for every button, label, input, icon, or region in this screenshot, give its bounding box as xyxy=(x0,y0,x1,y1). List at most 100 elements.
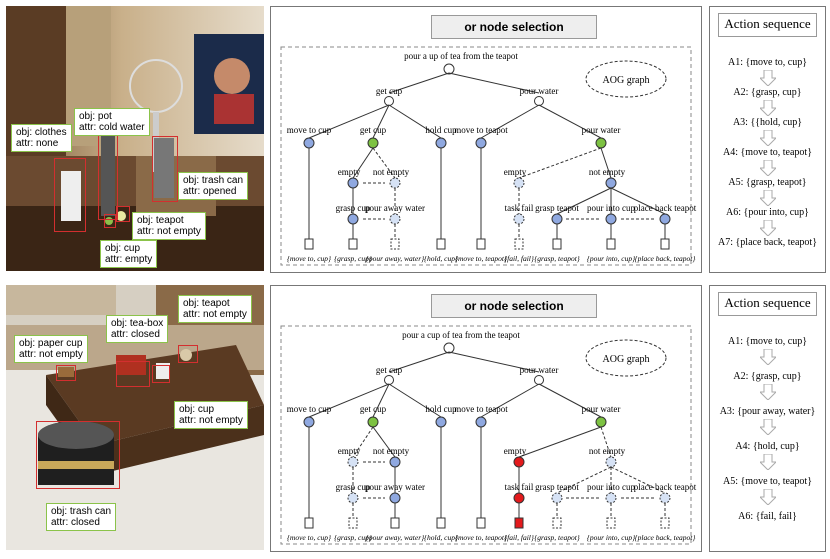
callout-attr: attr: not empty xyxy=(183,309,247,320)
level4-label: grasp cup xyxy=(336,482,371,492)
level2-label: get cup xyxy=(360,125,387,135)
terminal-node xyxy=(514,517,524,529)
action-step: A2: {grasp, cup} xyxy=(733,371,802,382)
tree-title: or node selection xyxy=(431,294,597,318)
callout-tea-box: obj: tea-box attr: closed xyxy=(106,315,169,343)
node xyxy=(659,213,671,225)
node xyxy=(347,213,359,225)
terminal-node xyxy=(390,238,400,250)
terminal-label: {grasp, cup} xyxy=(334,533,372,542)
terminal-label: {move to, cup} xyxy=(287,533,331,542)
terminal-node xyxy=(476,238,486,250)
node xyxy=(605,456,617,468)
node xyxy=(347,177,359,189)
level3-label: not empty xyxy=(589,446,626,456)
node xyxy=(513,213,525,225)
level4-label: place back teapot xyxy=(634,482,697,492)
terminal-node xyxy=(436,238,446,250)
terminal-node xyxy=(304,238,314,250)
level3-label: not empty xyxy=(373,167,410,177)
terminal-node xyxy=(606,517,616,529)
dashed-frame xyxy=(280,325,692,545)
callout-obj: obj: tea-box xyxy=(111,318,164,329)
edge xyxy=(388,72,450,94)
level4-label: grasp cup xyxy=(336,203,371,213)
terminal-label: {pour away, water} xyxy=(366,533,424,542)
terminal-label: {place back, teapot} xyxy=(635,254,696,263)
terminal-label: {move to, teapot} xyxy=(455,254,507,263)
root-label: pour a cup of tea from the teapot xyxy=(402,330,520,340)
terminal-label: {grasp, cup} xyxy=(334,254,372,263)
terminal-label: {fail, fail} xyxy=(504,533,534,542)
callout-obj: obj: pot xyxy=(79,111,112,122)
down-arrow-icon xyxy=(759,419,776,435)
edge xyxy=(308,383,390,418)
terminal-node xyxy=(552,517,562,529)
level1-label: pour water xyxy=(520,365,559,375)
node xyxy=(605,213,617,225)
terminal-label: {fail, fail} xyxy=(504,254,534,263)
callout-attr: attr: not empty xyxy=(137,226,201,237)
callout-teapot: obj: teapot attr: not empty xyxy=(132,212,206,240)
node xyxy=(389,456,401,468)
and-node xyxy=(384,96,394,106)
callout-attr: attr: not empty xyxy=(179,415,243,426)
node xyxy=(551,213,563,225)
level4-label: pour into cup xyxy=(587,203,635,213)
edge xyxy=(448,72,540,94)
level2-label: move to teapot xyxy=(454,404,508,414)
level2-label: hold cup xyxy=(425,125,457,135)
dashed-frame xyxy=(280,46,692,266)
scene-photo-tea-table: obj: teapot attr: not empty obj: tea-box… xyxy=(6,285,264,550)
terminal-node xyxy=(348,517,358,529)
terminal-node xyxy=(660,238,670,250)
action-step: A1: {move to, cup} xyxy=(727,336,808,347)
edge xyxy=(600,147,612,179)
edge xyxy=(372,147,396,179)
level3-label: empty xyxy=(338,167,361,177)
edge xyxy=(352,147,374,179)
node xyxy=(513,177,525,189)
aog-graph-label: AOG graph xyxy=(603,75,650,86)
bbox-tea-box xyxy=(116,361,150,387)
callout-trash-can: obj: trash can attr: opened xyxy=(178,172,249,200)
terminal-node xyxy=(552,238,562,250)
edge xyxy=(480,383,540,418)
terminal-label: {hold, cup} xyxy=(424,533,458,542)
terminal-label: {hold, cup} xyxy=(424,254,458,263)
node xyxy=(347,456,359,468)
terminal-label: {grasp, teapot} xyxy=(534,254,580,263)
level2-label: hold cup xyxy=(425,404,457,414)
level3-label: not empty xyxy=(373,446,410,456)
aog-graph-ellipse xyxy=(585,339,667,377)
action-step: A5: {grasp, teapot} xyxy=(728,177,807,188)
level3-label: empty xyxy=(504,446,527,456)
root-label: pour a up of tea from the teapot xyxy=(404,51,518,61)
callout-trash-can: obj: trash can attr: closed xyxy=(46,503,117,531)
node xyxy=(475,416,487,428)
and-node xyxy=(384,375,394,385)
terminal-label: {move to, teapot} xyxy=(455,533,507,542)
callout-attr: attr: none xyxy=(16,138,59,149)
action-step: A6: {fail, fail} xyxy=(738,511,797,522)
level3-label: empty xyxy=(504,167,527,177)
terminal-label: {grasp, teapot} xyxy=(534,533,580,542)
node xyxy=(303,416,315,428)
terminal-node xyxy=(304,517,314,529)
node xyxy=(605,492,617,504)
bbox-teapot xyxy=(116,206,130,222)
callout-attr: attr: not empty xyxy=(19,349,83,360)
callout-obj: obj: clothes xyxy=(16,127,67,138)
root-node xyxy=(443,342,455,354)
level4-label: pour away water xyxy=(365,203,425,213)
edge xyxy=(372,426,396,458)
callout-attr: attr: closed xyxy=(111,329,160,340)
level2-label: pour water xyxy=(582,404,621,414)
edge xyxy=(538,104,602,139)
down-arrow-icon xyxy=(759,349,776,365)
callout-obj: obj: cup xyxy=(179,404,215,415)
callout-teapot: obj: teapot attr: not empty xyxy=(178,295,252,323)
callout-obj: obj: teapot xyxy=(137,215,184,226)
bbox-teapot xyxy=(178,345,198,363)
action-sequence-title: Action sequence xyxy=(724,16,811,31)
